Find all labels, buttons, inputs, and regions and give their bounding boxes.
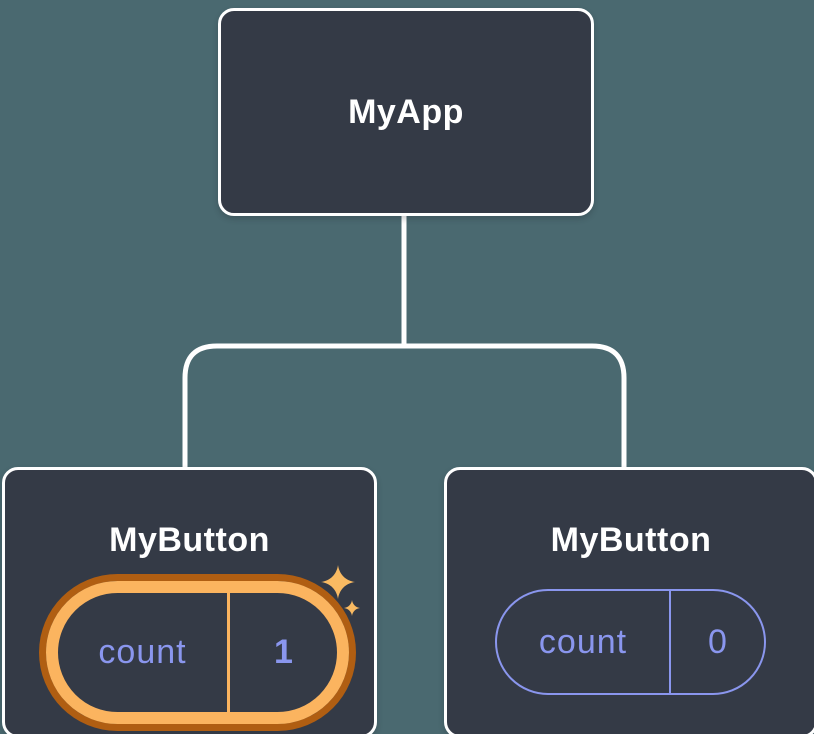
sparkle-large — [321, 565, 356, 600]
connector-branch — [182, 343, 627, 470]
state-key: count — [538, 622, 628, 661]
component-node-mybutton-highlighted: MyButton count 1 — [2, 467, 377, 734]
state-value: 1 — [274, 633, 293, 671]
component-label-myapp: MyApp — [348, 92, 464, 131]
sparkle-small — [344, 600, 361, 617]
component-label-mybutton-1: MyButton — [109, 521, 270, 559]
state-pill: count 0 — [495, 589, 766, 695]
state-pill-highlighted: count 1 — [46, 581, 349, 724]
state-key: count — [98, 633, 187, 671]
sparkles-icon — [321, 565, 361, 617]
pill-divider — [669, 591, 671, 693]
component-label-mybutton-2: MyButton — [550, 521, 712, 559]
component-node-mybutton-normal: MyButton count 0 — [444, 467, 814, 734]
pill-divider — [227, 593, 230, 712]
component-node-myapp: MyApp — [218, 8, 594, 216]
state-value: 0 — [708, 622, 727, 661]
